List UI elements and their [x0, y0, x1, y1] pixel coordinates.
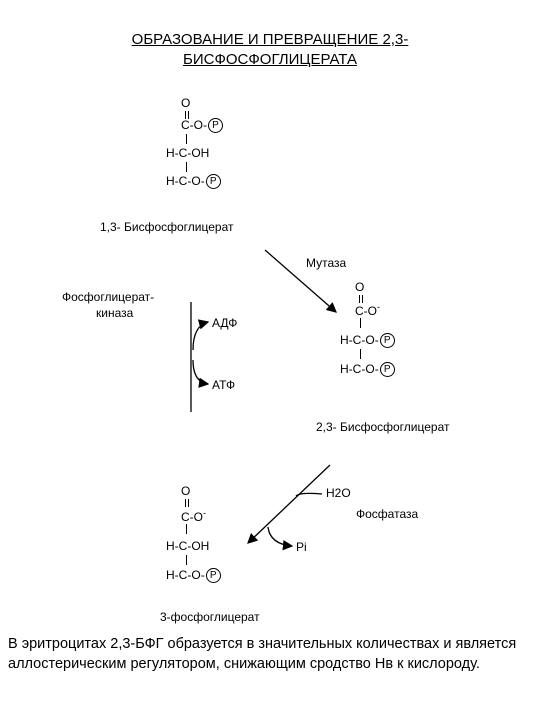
- phosphate-row: H-C-O-P: [166, 174, 221, 190]
- phosphatase-arrow: [247, 464, 331, 544]
- hydroxyl-row: H-C-OH: [166, 539, 210, 553]
- atom-o: O: [181, 96, 191, 110]
- molecule-13-bpg: O C-O-P H-C-OH H-C-O-P: [166, 96, 246, 196]
- atp-curve: [192, 359, 210, 388]
- bond: [186, 134, 188, 144]
- kinase-label-line-2: киназа: [96, 306, 134, 320]
- pi-label: Pi: [296, 540, 307, 554]
- bond: [360, 318, 362, 328]
- phosphate-icon: P: [205, 174, 221, 190]
- molecule-23-bpg: O C-O- H-C-O-P H-C-O-P: [340, 280, 430, 380]
- mutase-arrow: [264, 249, 337, 313]
- water-label: H2O: [326, 486, 351, 500]
- mol2-name: 2,3- Бисфосфоглицерат: [316, 420, 450, 434]
- double-bond: [185, 111, 187, 119]
- atp-label: АТФ: [212, 378, 236, 392]
- double-bond: [362, 295, 364, 303]
- mutase-label: Мутаза: [306, 256, 347, 270]
- double-bond: [188, 499, 190, 507]
- adp-curve: [192, 319, 210, 351]
- phosphatase-label: Фосфатаза: [356, 507, 419, 521]
- title-line-1: ОБРАЗОВАНИЕ И ПРЕВРАЩЕНИЕ 2,3-: [131, 31, 409, 48]
- double-bond: [185, 499, 187, 507]
- phosphate-icon: P: [205, 568, 221, 584]
- hydroxyl-row: H-C-OH: [166, 146, 210, 160]
- water-curve: [295, 492, 323, 497]
- phosphate-icon: P: [208, 118, 224, 134]
- molecule-3-pg: O C-O- H-C-OH H-C-O-P: [166, 484, 256, 584]
- description-text: В эритроцитах 2,3-БФГ образуется в значи…: [8, 636, 517, 672]
- atom-o: O: [355, 280, 365, 294]
- kinase-label-line-1: Фосфоглицерат-: [62, 290, 155, 304]
- phosphate-row-3: H-C-O-P: [340, 362, 395, 378]
- phosphate-icon: P: [379, 362, 395, 378]
- carboxyl-row: C-O-P: [181, 118, 224, 134]
- phosphate-row-2: H-C-O-P: [340, 333, 395, 349]
- phosphate-row: H-C-O-P: [166, 568, 221, 584]
- pi-curve: [267, 526, 294, 551]
- mol3-name: 3-фосфоглицерат: [160, 610, 260, 624]
- title-line-2: БИСФОСФОГЛИЦЕРАТА: [183, 51, 357, 68]
- bond: [186, 524, 188, 534]
- phosphate-icon: P: [379, 333, 395, 349]
- atom-o: O: [181, 484, 191, 498]
- adp-label: АДФ: [212, 316, 238, 330]
- mol1-name: 1,3- Бисфосфоглицерат: [100, 220, 234, 234]
- page-title: ОБРАЗОВАНИЕ И ПРЕВРАЩЕНИЕ 2,3- БИСФОСФОГ…: [0, 30, 540, 70]
- carboxylate-row: C-O-: [355, 302, 381, 318]
- carboxylate-row: C-O-: [181, 508, 207, 524]
- double-bond: [359, 295, 361, 303]
- bond: [360, 349, 362, 359]
- bond: [186, 555, 188, 565]
- double-bond: [188, 111, 190, 119]
- bond: [186, 162, 188, 172]
